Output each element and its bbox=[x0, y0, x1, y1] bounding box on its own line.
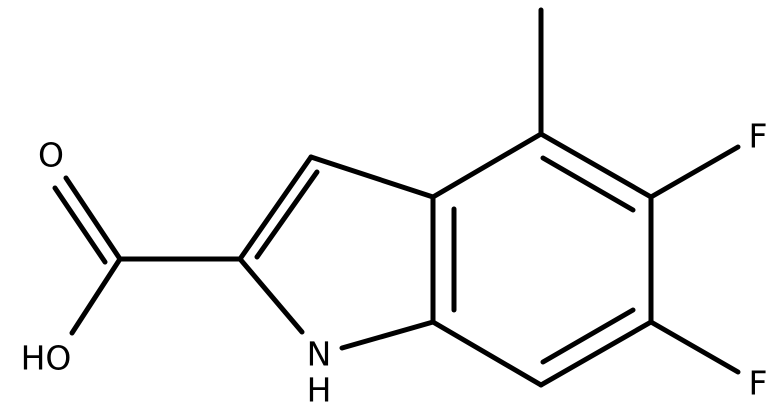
bond-c6-c7-inner bbox=[540, 307, 636, 365]
bond-c4-c5-inner bbox=[540, 155, 636, 213]
bond-c2-n1 bbox=[237, 256, 305, 335]
bond-c3-c3a bbox=[308, 154, 436, 200]
atom-label-fluorine-lower: F bbox=[749, 364, 768, 403]
bond-c2-c3-inner bbox=[254, 169, 320, 260]
atom-label-carbonyl-oxygen: O bbox=[38, 136, 64, 175]
bond-c7-c7a bbox=[430, 319, 544, 388]
bond-carbonyl-outer bbox=[63, 175, 123, 262]
atom-label-fluorine-upper: F bbox=[749, 117, 768, 156]
bond-n1-c7a bbox=[339, 319, 436, 351]
bond-carboxyl-c-to-oh bbox=[69, 256, 123, 336]
bond-c5-fluorine bbox=[648, 144, 741, 200]
bond-c6-c7-outer bbox=[538, 319, 654, 388]
atom-label-ring-hydrogen: H bbox=[307, 371, 332, 410]
bond-c6-fluorine bbox=[648, 319, 741, 375]
atom-label-ring-nitrogen: N bbox=[307, 335, 332, 374]
atom-label-hydroxyl: HO bbox=[21, 339, 72, 378]
bond-c4-c5-outer bbox=[538, 131, 654, 200]
bond-c3a-c4 bbox=[430, 131, 544, 200]
bond-carbonyl-inner bbox=[52, 185, 108, 265]
bond-c2-c3-outer bbox=[237, 154, 314, 262]
